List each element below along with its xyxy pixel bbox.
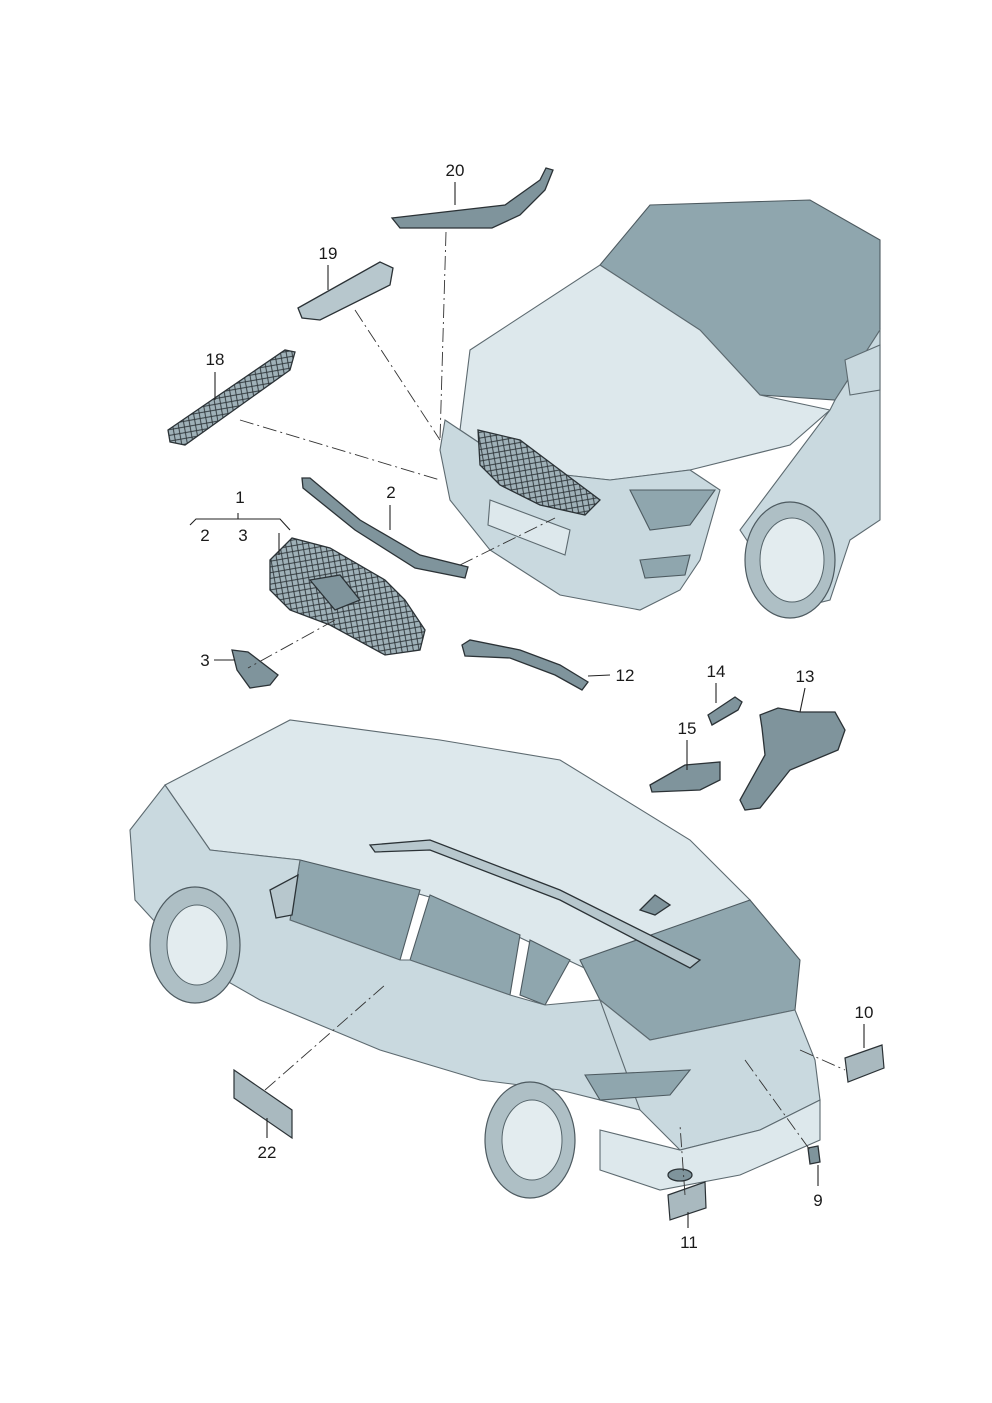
rear-tail-light: [584, 1069, 692, 1101]
part-15-fin-antenna: [649, 761, 721, 793]
rear-roof-antenna: [638, 894, 672, 916]
front-grille-installed: [477, 429, 601, 516]
callout-20: 20: [446, 161, 465, 180]
callout-9: 9: [813, 1191, 822, 1210]
part-1-grille-emblem-frame: [308, 574, 362, 611]
front-plate-area: [487, 499, 571, 556]
callout-2: 2: [386, 483, 395, 502]
rear-side-mirror: [269, 873, 299, 919]
callout-1: 1: [235, 488, 244, 507]
callout-3: 3: [200, 651, 209, 670]
part-19-bracket: [297, 261, 394, 321]
callout-2-group: 2: [200, 526, 209, 545]
rear-bumper: [599, 1099, 821, 1191]
rear-exhaust: [667, 1168, 693, 1182]
callout-13: 13: [796, 667, 815, 686]
part-2-grille-trim: [301, 477, 469, 579]
part-11-label-plate: [667, 1181, 707, 1221]
front-fog-lamp: [639, 554, 691, 579]
callout-11: 11: [680, 1233, 698, 1252]
callout-18: 18: [206, 350, 225, 369]
callout-22: 22: [258, 1143, 277, 1162]
front-vehicle-illustration: [439, 199, 881, 619]
part-13-emblem: [739, 707, 846, 811]
part-12-trim-strip: [461, 639, 589, 691]
callout-leader-lines: [189, 182, 865, 1228]
callout-12: 12: [616, 666, 635, 685]
part-3-cover: [231, 649, 279, 689]
front-headlight: [629, 489, 717, 531]
part-20-trim-strip: [390, 167, 554, 229]
part-14-clip: [707, 696, 743, 726]
rear-left-wheel-rear-rim: [501, 1099, 563, 1181]
callout-14: 14: [707, 662, 726, 681]
callout-19: 19: [319, 244, 338, 263]
rear-left-wheel-front-rim: [166, 904, 228, 986]
part-22-label-plate: [233, 1068, 293, 1140]
front-wheel-rim: [759, 517, 825, 603]
part-18-lower-grille: [167, 349, 296, 446]
callout-3-group: 3: [238, 526, 247, 545]
callout-15: 15: [678, 719, 697, 738]
assembly-guide-lines: [239, 231, 846, 1196]
rear-roof-rail: [368, 839, 702, 969]
part-9-badge: [807, 1145, 821, 1165]
callout-10: 10: [855, 1003, 874, 1022]
part-10-label-plate: [844, 1044, 885, 1083]
front-mirror: [844, 344, 881, 396]
callout-labels: 20 19 18 1 2 3 2 3 12 14 13 15 10 9 11 2…: [200, 161, 873, 1252]
rear-vehicle-illustration: [129, 719, 821, 1199]
